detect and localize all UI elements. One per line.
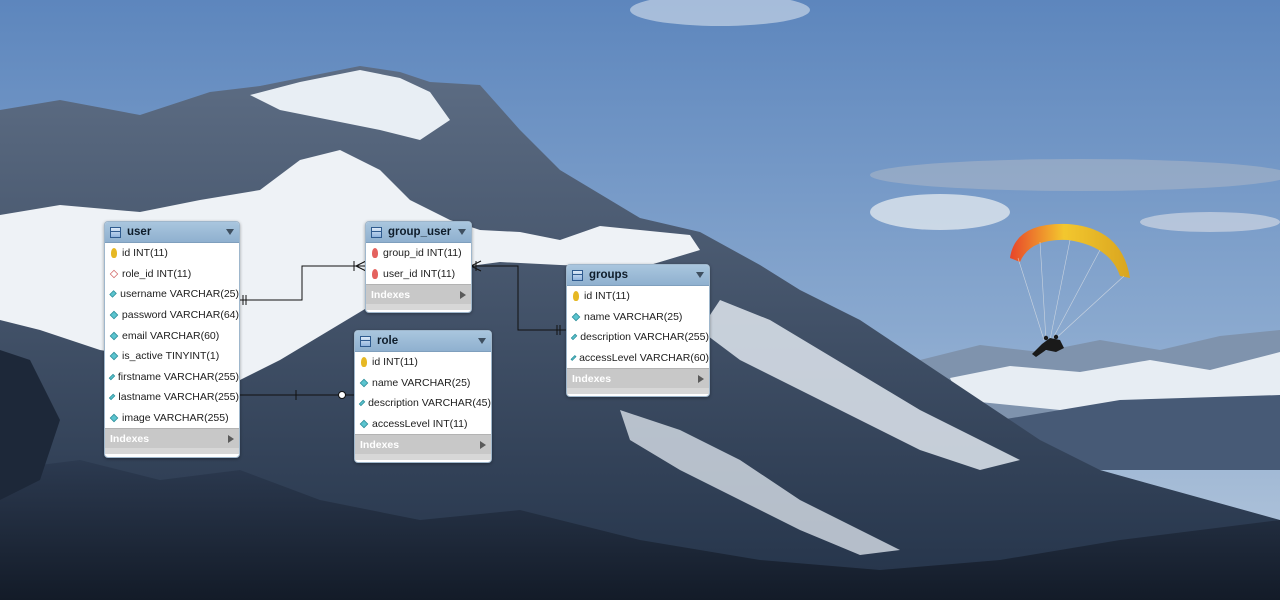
chevron-down-icon[interactable] [478, 338, 486, 344]
column-row[interactable]: password VARCHAR(64) [105, 305, 239, 326]
column-diamond-icon [358, 400, 366, 407]
column-label: lastname VARCHAR(255) [118, 391, 239, 404]
column-diamond-icon [108, 394, 116, 401]
indexes-label: Indexes [371, 288, 411, 301]
column-label: description VARCHAR(255) [580, 331, 709, 344]
column-diamond-icon [570, 355, 577, 362]
expand-arrow-icon[interactable] [480, 440, 486, 449]
column-row[interactable]: role_id INT(11) [105, 264, 239, 285]
column-row[interactable]: username VARCHAR(25) [105, 284, 239, 305]
table-header[interactable]: group_user [366, 222, 471, 243]
table-group-user[interactable]: group_user group_id INT(11) user_id INT(… [365, 221, 472, 313]
column-row[interactable]: id INT(11) [355, 352, 491, 373]
primary-key-icon [361, 357, 367, 368]
group-user-groups-relationship [471, 265, 566, 331]
column-label: accessLevel INT(11) [372, 418, 468, 431]
column-label: password VARCHAR(64) [121, 309, 239, 322]
table-name: groups [589, 269, 628, 281]
column-label: firstname VARCHAR(255) [117, 370, 239, 383]
column-label: id INT(11) [122, 247, 168, 260]
foreign-primary-key-icon [372, 268, 378, 279]
column-row[interactable]: id INT(11) [105, 243, 239, 264]
column-row[interactable]: lastname VARCHAR(255) [105, 387, 239, 408]
column-diamond-icon [109, 413, 119, 423]
column-label: id INT(11) [584, 290, 630, 303]
column-label: email VARCHAR(60) [122, 329, 220, 342]
column-diamond-icon [109, 310, 119, 320]
primary-key-icon [573, 291, 579, 302]
column-row[interactable]: firstname VARCHAR(255) [105, 367, 239, 388]
indexes-label: Indexes [572, 372, 612, 385]
table-icon [110, 226, 121, 238]
column-row[interactable]: name VARCHAR(25) [567, 307, 709, 328]
indexes-label: Indexes [110, 432, 150, 445]
column-row[interactable]: user_id INT(11) [366, 264, 471, 285]
indexes-section[interactable]: Indexes [105, 428, 239, 449]
chevron-down-icon[interactable] [458, 229, 466, 235]
paraglider-icon [1010, 223, 1130, 357]
column-label: is_active TINYINT(1) [122, 350, 220, 363]
indexes-section[interactable]: Indexes [355, 434, 491, 455]
indexes-section[interactable]: Indexes [366, 284, 471, 305]
table-groups[interactable]: groups id INT(11) name VARCHAR(25) descr… [566, 264, 710, 397]
column-diamond-icon [570, 334, 578, 341]
primary-key-icon [111, 248, 117, 259]
column-label: role_id INT(11) [122, 267, 192, 280]
column-row[interactable]: image VARCHAR(255) [105, 408, 239, 429]
indexes-section[interactable]: Indexes [567, 368, 709, 389]
column-diamond-icon [359, 419, 369, 429]
column-label: name VARCHAR(25) [372, 376, 471, 389]
column-label: description VARCHAR(45) [368, 397, 491, 410]
table-header[interactable]: user [105, 222, 239, 243]
column-row[interactable]: group_id INT(11) [366, 243, 471, 264]
column-row[interactable]: description VARCHAR(255) [567, 327, 709, 348]
column-diamond-icon [109, 290, 117, 299]
column-label: group_id INT(11) [383, 247, 462, 260]
chevron-down-icon[interactable] [696, 272, 704, 278]
table-header[interactable]: groups [567, 265, 709, 286]
foreign-key-diamond-icon [109, 269, 119, 279]
table-footer-bar [567, 388, 709, 395]
table-header[interactable]: role [355, 331, 491, 352]
chevron-down-icon[interactable] [226, 229, 234, 235]
column-row[interactable]: email VARCHAR(60) [105, 325, 239, 346]
column-row[interactable]: id INT(11) [567, 286, 709, 307]
column-row[interactable]: is_active TINYINT(1) [105, 346, 239, 367]
table-icon [371, 226, 382, 238]
expand-arrow-icon[interactable] [698, 374, 704, 383]
column-label: image VARCHAR(255) [122, 412, 229, 425]
column-label: name VARCHAR(25) [584, 310, 683, 323]
column-diamond-icon [109, 331, 119, 340]
table-user[interactable]: user id INT(11) role_id INT(11) username… [104, 221, 240, 458]
column-diamond-icon [108, 373, 116, 380]
table-role[interactable]: role id INT(11) name VARCHAR(25) descrip… [354, 330, 492, 463]
column-label: accessLevel VARCHAR(60) [579, 352, 709, 365]
column-diamond-icon [359, 378, 369, 388]
expand-arrow-icon[interactable] [228, 434, 234, 443]
user-group-user-relationship [239, 265, 366, 301]
foreign-primary-key-icon [372, 248, 378, 259]
table-footer-bar [366, 304, 471, 311]
table-name: role [377, 335, 399, 347]
table-footer-bar [105, 448, 239, 455]
column-label: user_id INT(11) [383, 267, 456, 280]
column-row[interactable]: description VARCHAR(45) [355, 393, 491, 414]
table-name: group_user [388, 226, 452, 238]
table-icon [360, 335, 371, 347]
table-name: user [127, 226, 152, 238]
table-footer-bar [355, 454, 491, 461]
column-diamond-icon [571, 312, 581, 322]
column-diamond-icon [109, 352, 119, 361]
column-row[interactable]: accessLevel INT(11) [355, 414, 491, 435]
indexes-label: Indexes [360, 438, 400, 451]
column-label: id INT(11) [372, 356, 418, 369]
table-icon [572, 269, 583, 281]
column-row[interactable]: name VARCHAR(25) [355, 373, 491, 394]
column-row[interactable]: accessLevel VARCHAR(60) [567, 348, 709, 369]
column-label: username VARCHAR(25) [120, 288, 239, 301]
expand-arrow-icon[interactable] [460, 290, 466, 299]
